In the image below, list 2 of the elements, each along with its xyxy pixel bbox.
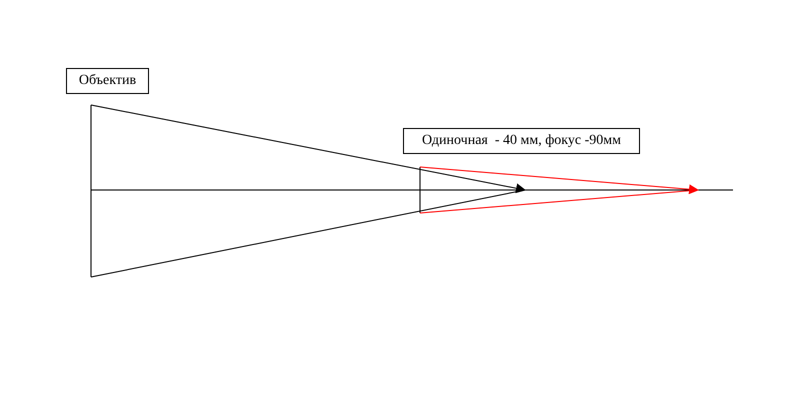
lens-label: Одиночная - 40 мм, фокус -90мм [403,128,640,154]
lens-label: Объектив [66,68,149,94]
